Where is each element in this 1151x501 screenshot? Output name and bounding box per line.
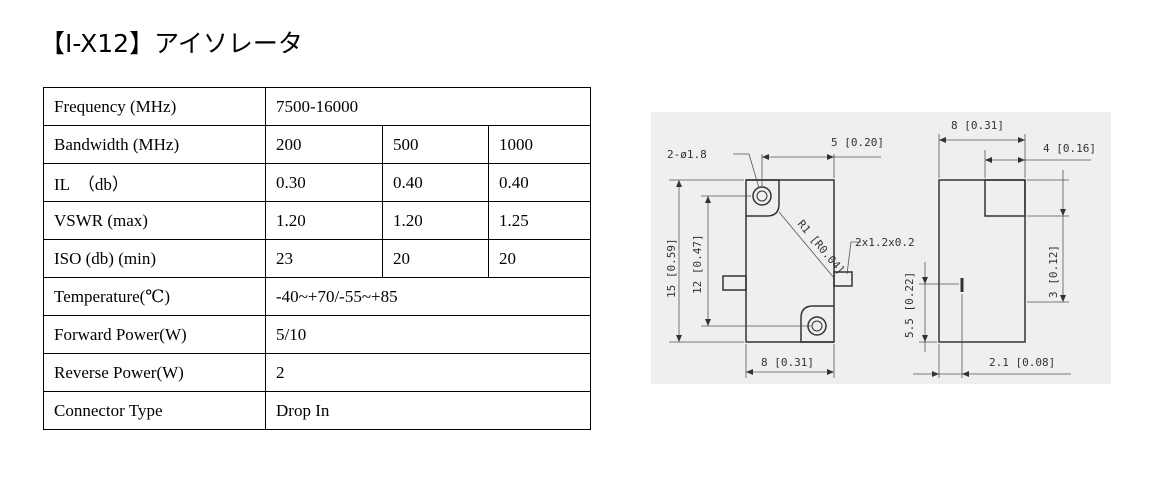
label-holes: 2-ø1.8	[667, 148, 707, 161]
row-value: 0.30	[265, 163, 383, 202]
front-hole-top	[752, 186, 772, 206]
side-top-block	[984, 179, 1026, 217]
row-label: ISO (db) (min)	[43, 239, 266, 278]
row-label: Temperature(℃)	[43, 277, 266, 316]
label-top-block: 4 [0.16]	[1043, 142, 1096, 155]
table-row: Temperature(℃) -40~+70/-55~+85	[43, 277, 592, 316]
row-value: 20	[487, 239, 592, 278]
row-value: Drop In	[264, 391, 592, 430]
row-label: VSWR (max)	[43, 201, 266, 240]
front-body	[745, 179, 835, 343]
label-right-offset: 5 [0.20]	[831, 136, 884, 149]
label-tab: 2x1.2x0.2	[855, 236, 915, 249]
table-row: ISO (db) (min) 23 20 20	[43, 239, 592, 278]
front-hole-frame-bottom	[800, 305, 834, 343]
row-value: 5/10	[264, 315, 592, 354]
table-row: Forward Power(W) 5/10	[43, 315, 592, 354]
front-tab-left	[722, 275, 747, 291]
row-value: 200	[265, 125, 383, 164]
page-title: 【I-X12】アイソレータ	[40, 29, 303, 58]
row-label: Forward Power(W)	[43, 315, 266, 354]
spec-table: Frequency (MHz) 7500-16000 Bandwidth (MH…	[43, 87, 592, 430]
row-value: 1000	[487, 125, 592, 164]
row-value: 0.40	[382, 163, 489, 202]
label-front-width: 8 [0.31]	[761, 356, 814, 369]
row-value: 1.25	[487, 201, 592, 240]
dimension-drawing-svg: 2-ø1.8 5 [0.20] R1 [R0.04] 2x1.2x0.2 15 …	[665, 119, 1096, 378]
row-value: 20	[382, 239, 489, 278]
row-value: 0.40	[487, 163, 592, 202]
label-pin-height: 5.5 [0.22]	[903, 272, 916, 338]
label-height-inner: 12 [0.47]	[691, 234, 704, 294]
row-label: Reverse Power(W)	[43, 353, 266, 392]
row-value: 1.20	[382, 201, 489, 240]
table-row: IL （db） 0.30 0.40 0.40	[43, 163, 592, 202]
row-value: 23	[265, 239, 383, 278]
dimension-drawing: 2-ø1.8 5 [0.20] R1 [R0.04] 2x1.2x0.2 15 …	[651, 112, 1111, 384]
table-row: Frequency (MHz) 7500-16000	[43, 87, 592, 126]
label-radius: R1 [R0.04]	[795, 218, 848, 277]
row-value: 7500-16000	[264, 87, 592, 126]
table-row: VSWR (max) 1.20 1.20 1.25	[43, 201, 592, 240]
side-body	[938, 179, 1026, 343]
row-label: Bandwidth (MHz)	[43, 125, 266, 164]
row-value: 2	[264, 353, 592, 392]
row-value: 1.20	[265, 201, 383, 240]
label-side-width: 8 [0.31]	[951, 119, 1004, 132]
row-value: 500	[382, 125, 489, 164]
table-row: Connector Type Drop In	[43, 391, 592, 430]
label-height-outer: 15 [0.59]	[665, 238, 678, 298]
front-hole-frame-top	[746, 179, 780, 217]
row-label: Frequency (MHz)	[43, 87, 266, 126]
row-value: -40~+70/-55~+85	[264, 277, 592, 316]
table-row: Bandwidth (MHz) 200 500 1000	[43, 125, 592, 164]
table-row: Reverse Power(W) 2	[43, 353, 592, 392]
row-label: Connector Type	[43, 391, 266, 430]
front-tab-right	[833, 271, 853, 287]
row-label: IL （db）	[43, 163, 266, 202]
label-pin-offset: 2.1 [0.08]	[989, 356, 1055, 369]
label-right-height: 3 [0.12]	[1047, 245, 1060, 298]
